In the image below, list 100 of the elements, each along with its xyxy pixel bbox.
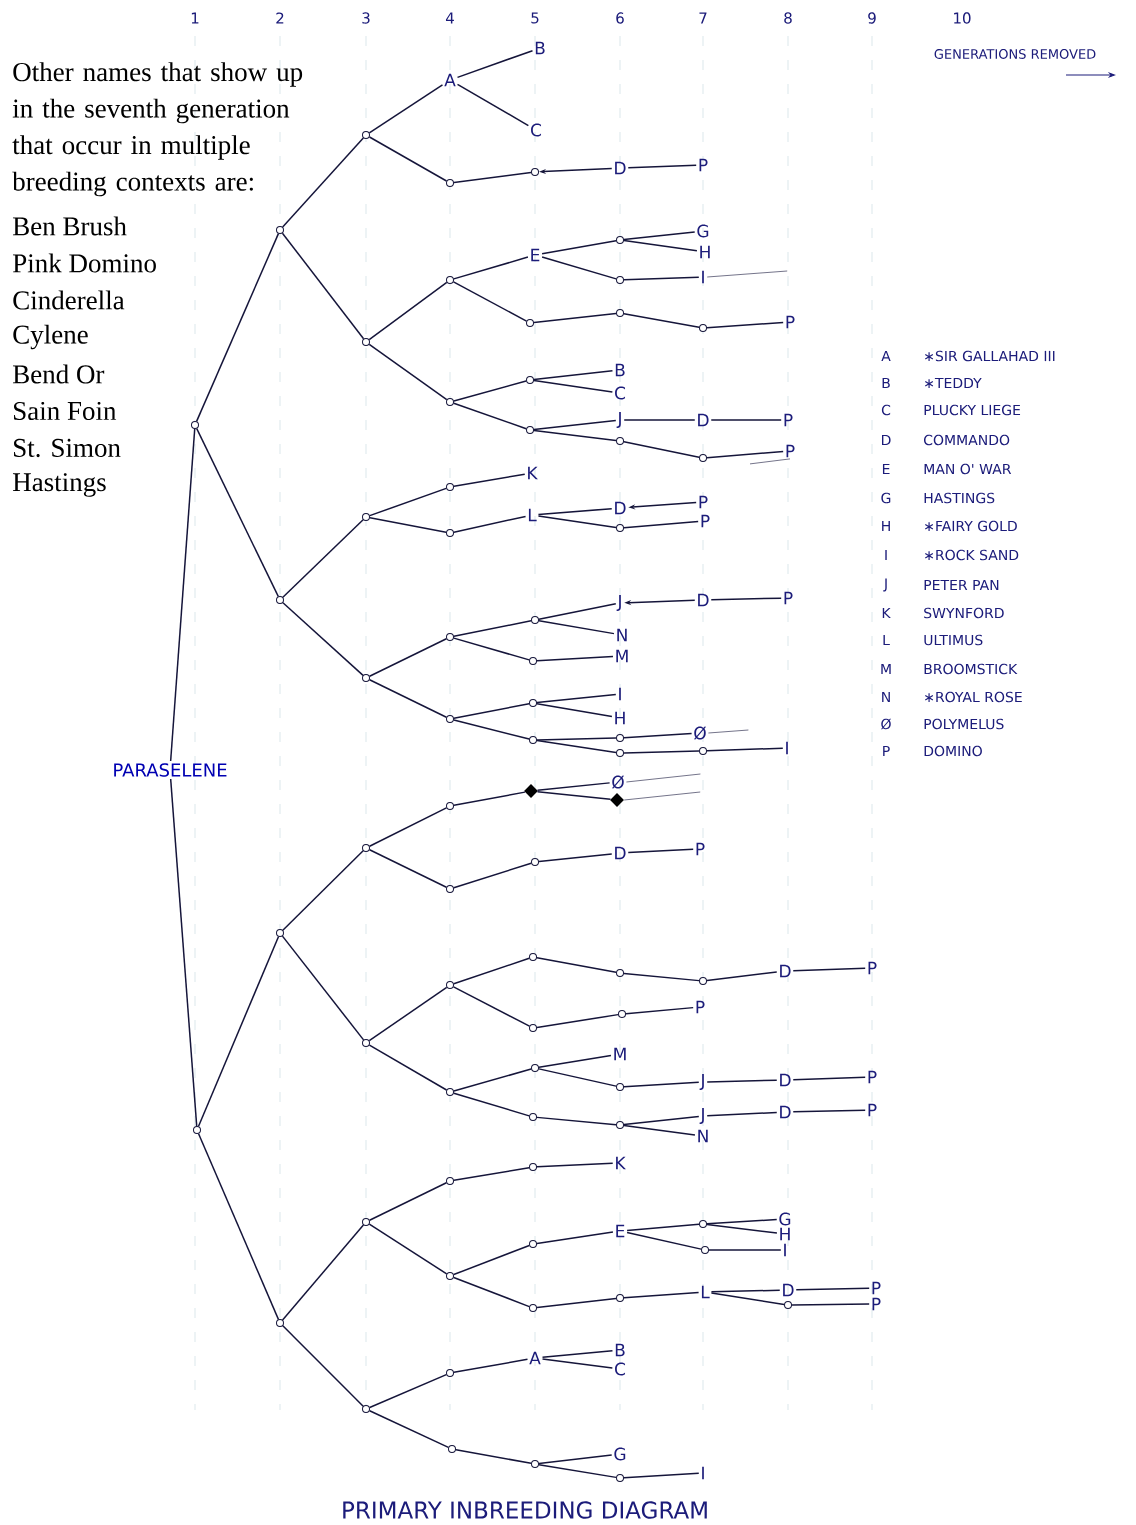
- connector-line: [456, 49, 534, 79]
- connector-line: [368, 986, 448, 1042]
- connector-line: [281, 1224, 365, 1321]
- connector-line: [538, 853, 613, 863]
- key-entry: I: [885, 549, 887, 561]
- connector-line: [623, 1115, 700, 1126]
- axis-caption: GENERATIONS REMOVED: [934, 49, 1096, 59]
- connector-line: [710, 1292, 785, 1306]
- connector-line: [368, 638, 448, 677]
- letter-label: M: [614, 1047, 626, 1061]
- connector-line: [453, 171, 532, 184]
- connector-line: [536, 1013, 619, 1029]
- letter-label: J: [616, 595, 621, 611]
- key-entry: POLYMELUS: [924, 718, 1004, 730]
- horse-name: Ben Brush: [13, 216, 127, 236]
- connector-line: [536, 737, 617, 741]
- connector-line: [536, 790, 612, 801]
- connector-line: [533, 429, 617, 442]
- letter-label: G: [697, 224, 709, 238]
- connector-line: [536, 1297, 617, 1309]
- generation-number: 6: [616, 12, 624, 24]
- letter-label: P: [696, 842, 705, 856]
- key-entry: M: [881, 663, 891, 675]
- diamond-marker: [610, 793, 624, 807]
- letter-label: G: [779, 1212, 791, 1226]
- connector-line: [623, 276, 700, 281]
- connector-line: [453, 1244, 530, 1276]
- connector-line: [623, 1291, 700, 1299]
- generation-number: 1: [191, 12, 199, 24]
- connector-line: [453, 1358, 529, 1374]
- key-entry: BROOMSTICK: [924, 663, 1018, 675]
- letter-label: H: [780, 1227, 790, 1241]
- connector-line: [453, 637, 530, 661]
- letter-label: D: [615, 501, 626, 515]
- letter-label: P: [872, 1297, 881, 1311]
- connector-line: [453, 703, 530, 719]
- letter-label: P: [699, 495, 708, 509]
- key-entry: ∗SIR GALLAHAD III: [925, 350, 1055, 362]
- connector-line: [706, 747, 784, 752]
- connector-line: [453, 256, 529, 280]
- letter-label: A: [529, 1351, 541, 1365]
- letter-label: E: [531, 248, 540, 262]
- connector-line: [536, 1231, 614, 1245]
- connector-line: [538, 1054, 612, 1069]
- connector-line: [369, 517, 447, 533]
- letter-label: P: [699, 158, 708, 172]
- connector-line: [169, 778, 198, 1127]
- connector-line: [623, 312, 700, 329]
- connector-line: [706, 450, 784, 459]
- connector-line: [453, 1276, 530, 1308]
- letter-label: I: [702, 1466, 704, 1480]
- letter-label: A: [444, 73, 456, 87]
- connector-line: [541, 1349, 614, 1359]
- horse-name: Cinderella: [13, 290, 125, 310]
- connector-line: [368, 136, 448, 182]
- connector-line: [710, 597, 782, 601]
- connector-line: [197, 935, 280, 1128]
- key-entry: Ø: [881, 718, 891, 730]
- connector-line: [706, 1223, 778, 1234]
- connector-line: [623, 750, 700, 754]
- connector-line: [536, 782, 611, 792]
- generation-number: 9: [868, 12, 876, 24]
- connector-line: [533, 379, 614, 393]
- connector-line: [627, 164, 697, 169]
- letter-label: G: [614, 1447, 626, 1461]
- connector-line: [453, 791, 526, 807]
- key-entry: G: [881, 492, 891, 504]
- letter-label: P: [696, 1000, 705, 1014]
- key-entry: L: [883, 634, 890, 646]
- connector-line: [533, 312, 617, 324]
- letter-label: B: [535, 41, 545, 55]
- generation-number: 7: [699, 12, 707, 24]
- connector-line: [453, 402, 527, 430]
- connector-line: [536, 957, 617, 974]
- letter-label: P: [784, 591, 793, 605]
- connector-line: [706, 1111, 778, 1117]
- letter-label: D: [615, 161, 626, 175]
- connector-line: [368, 807, 448, 847]
- connector-line: [626, 1223, 700, 1232]
- connector-line: [281, 232, 365, 340]
- connector-line: [453, 473, 526, 488]
- connector-line: [626, 773, 701, 783]
- connector-line: [453, 862, 532, 889]
- connector-line: [453, 1166, 530, 1182]
- key-entry: J: [883, 578, 887, 592]
- connector-line: [536, 655, 614, 662]
- connector-line: [368, 679, 448, 718]
- generation-number: 8: [784, 12, 792, 24]
- horse-name: Hastings: [13, 473, 106, 497]
- connector-line: [368, 1223, 448, 1275]
- connector-line: [795, 1287, 870, 1291]
- letter-label: D: [615, 846, 626, 860]
- connector-line: [623, 419, 696, 421]
- key-entry: SWYNFORD: [924, 607, 1004, 619]
- generation-number: 2: [276, 12, 284, 24]
- letter-label: P: [784, 413, 793, 427]
- horse-name: Bend Or: [13, 364, 105, 384]
- key-entry: K: [882, 607, 891, 619]
- connector-line: [455, 1449, 532, 1465]
- horse-name: St. Simon: [14, 438, 121, 458]
